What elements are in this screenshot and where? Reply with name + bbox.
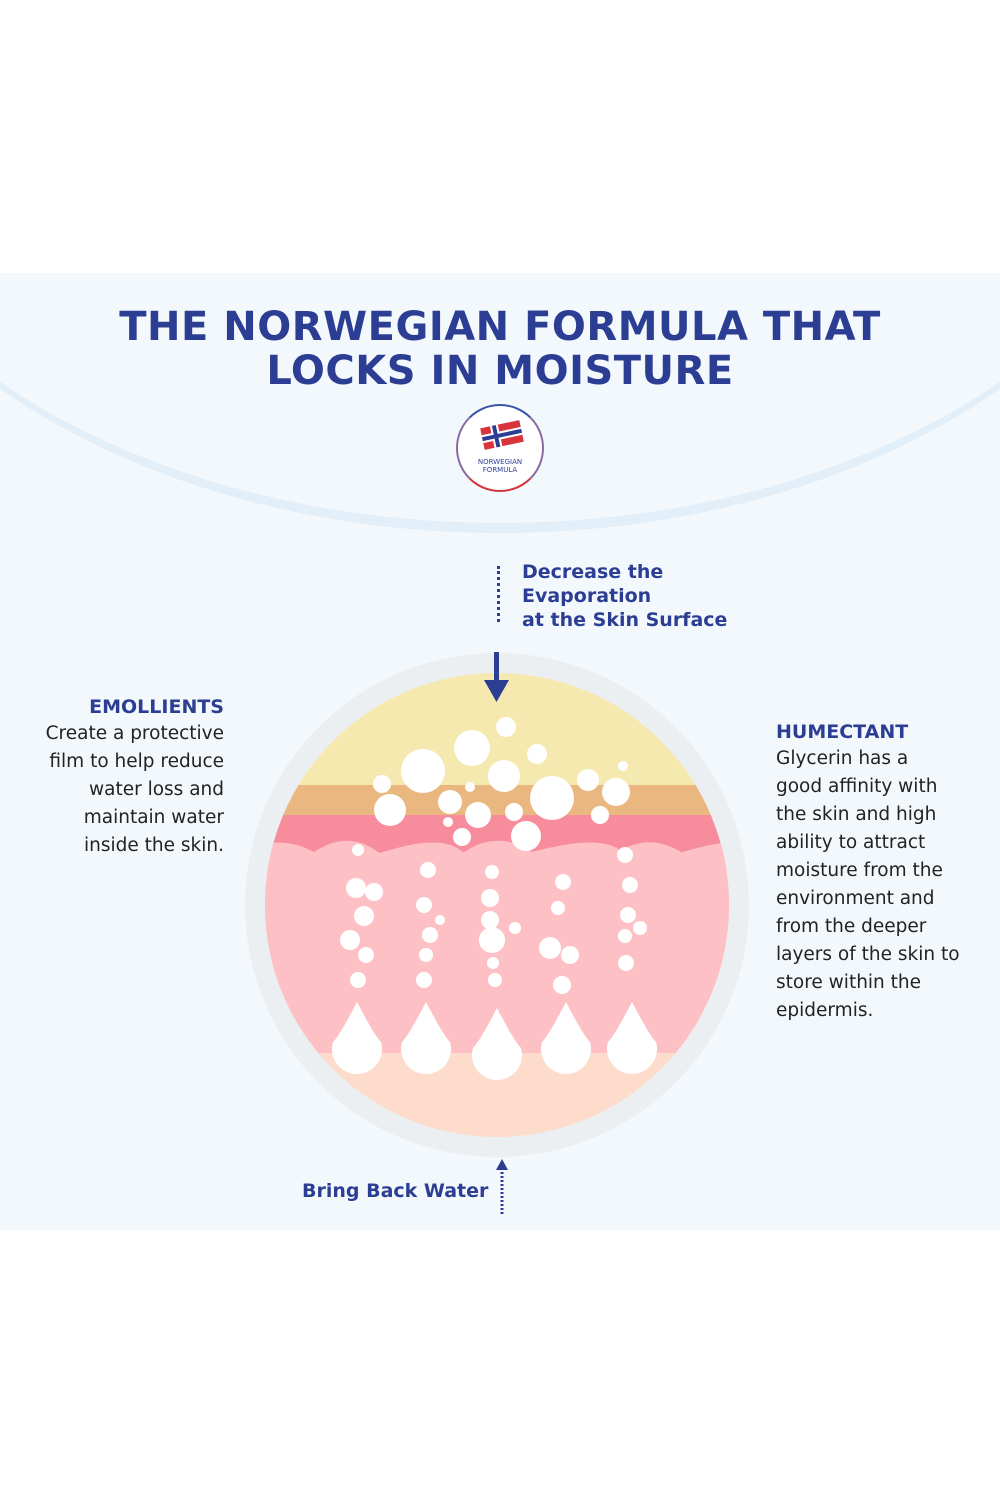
text-line: from the deeper <box>776 916 927 937</box>
text-line: moisture from the <box>776 860 943 881</box>
text-line: inside the skin. <box>84 835 224 856</box>
text-line: epidermis. <box>776 1000 874 1021</box>
text-line: Glycerin has a <box>776 748 909 769</box>
emollients-section: EMOLLIENTS Create a protective film to h… <box>46 694 224 860</box>
text-line: Create a protective <box>45 723 224 744</box>
dotted-line <box>497 566 500 622</box>
callout-line: Evaporation <box>522 585 652 607</box>
humectant-section: HUMECTANT Glycerin has a good affinity w… <box>776 719 960 1025</box>
text-line: environment and <box>776 888 935 909</box>
bring-back-water-callout: Bring Back Water <box>302 1180 489 1202</box>
title-line: THE NORWEGIAN FORMULA THAT <box>119 304 881 350</box>
humectant-heading: HUMECTANT <box>776 721 909 743</box>
text-line: good affinity with <box>776 776 938 797</box>
moisture-bubbles <box>340 717 647 994</box>
text-line: store within the <box>776 972 922 993</box>
text-line: water loss and <box>88 779 224 800</box>
logo-line: FORMULA <box>482 466 518 474</box>
decorative-arc <box>0 273 1000 533</box>
text-line: the skin and high <box>776 804 937 825</box>
norway-flag-icon <box>480 420 524 450</box>
humectant-text: Glycerin has a good affinity with the sk… <box>776 745 960 1025</box>
water-drops <box>332 1002 657 1080</box>
arrow-down-icon <box>484 652 509 702</box>
logo-text: NORWEGIAN FORMULA <box>458 458 542 474</box>
text-line: layers of the skin to <box>776 944 960 965</box>
text-line: ability to attract <box>776 832 926 853</box>
arrow-up-icon <box>496 1159 508 1216</box>
emollients-heading: EMOLLIENTS <box>89 696 224 718</box>
emollients-text: Create a protective film to help reduce … <box>46 720 224 860</box>
logo-line: NORWEGIAN <box>477 458 523 466</box>
callout-line: Decrease the <box>522 561 664 583</box>
text-line: film to help reduce <box>49 751 224 772</box>
norwegian-formula-logo: NORWEGIAN FORMULA <box>456 404 544 492</box>
evaporation-callout: Decrease the Evaporation at the Skin Sur… <box>522 560 727 632</box>
callout-line: at the Skin Surface <box>522 609 728 631</box>
page-title: THE NORWEGIAN FORMULA THAT LOCKS IN MOIS… <box>0 305 1000 393</box>
text-line: maintain water <box>83 807 224 828</box>
skin-layer-diagram <box>245 652 749 1157</box>
title-line: LOCKS IN MOISTURE <box>266 348 734 394</box>
